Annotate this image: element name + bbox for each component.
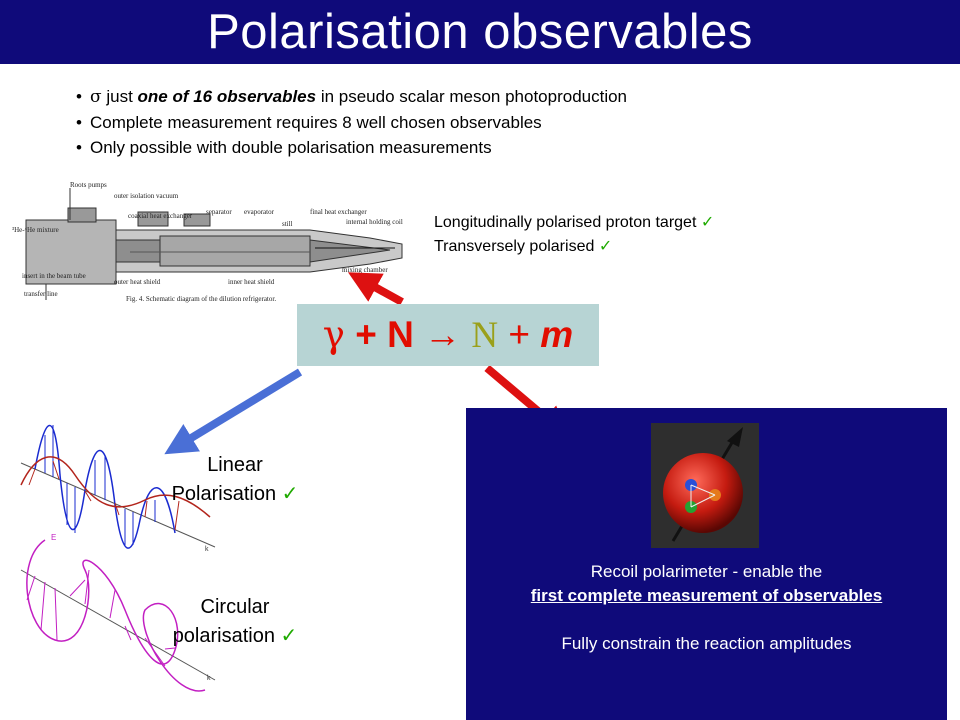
label-mixing-chamber: mixing chamber xyxy=(342,266,388,274)
bullet-item: • Only possible with double polarisation … xyxy=(76,135,627,160)
label-final-heat-exchanger: final heat exchanger xyxy=(310,208,367,216)
bullet-list: • σ just one of 16 observables in pseudo … xyxy=(76,84,627,160)
bullet-1-pre: just xyxy=(101,87,138,106)
linear-label-line-2-wrap: Polarisation ✓ xyxy=(150,480,320,509)
linear-label-line-2: Polarisation xyxy=(171,483,277,505)
reaction-meson: m xyxy=(540,314,574,355)
bullet-marker: • xyxy=(76,87,82,106)
circular-label-line-2: polarisation xyxy=(172,625,275,647)
bullet-1-bold: one of 16 observables xyxy=(137,87,317,106)
label-coaxial-heat-exchanger: coaxial heat exchanger xyxy=(128,212,193,220)
reaction-nucleon-final: N xyxy=(471,315,499,356)
recoil-spacer xyxy=(466,608,947,632)
target-line-2: Transversely polarised ✓ xyxy=(434,235,714,259)
sigma-symbol: σ xyxy=(90,87,102,107)
wave-label-k1: k xyxy=(205,546,209,553)
label-roots-pumps: Roots pumps xyxy=(70,181,107,189)
check-icon: ✓ xyxy=(280,625,298,647)
nucleon-spin-image xyxy=(651,423,759,548)
recoil-line-2: first complete measurement of observable… xyxy=(530,586,883,605)
label-he-mixture: ³He-⁴He mixture xyxy=(12,226,59,234)
label-inner-heat-shield: inner heat shield xyxy=(228,278,275,286)
reaction-arrow: → xyxy=(413,314,472,355)
label-separator: separator xyxy=(206,208,232,216)
target-line-1-text: Longitudinally polarised proton target xyxy=(434,214,697,231)
linear-polarisation-label: Linear Polarisation ✓ xyxy=(150,451,320,509)
label-outer-heat-shield: outer heat shield xyxy=(114,278,161,286)
title-bar xyxy=(0,0,960,64)
bullet-3-text: Only possible with double polarisation m… xyxy=(90,138,492,157)
circular-polarisation-helix: E k xyxy=(20,533,216,692)
check-icon: ✓ xyxy=(281,483,299,505)
reaction-nucleon: N xyxy=(387,314,414,355)
recoil-line-1: Recoil polarimeter - enable the xyxy=(590,562,823,581)
label-insert-beam-tube: insert in the beam tube xyxy=(22,272,86,280)
reaction-box xyxy=(297,304,599,366)
linear-polarisation-wave: k xyxy=(20,424,216,553)
label-evaporator: evaporator xyxy=(244,208,275,216)
label-internal-holding-coil: internal holding coil xyxy=(346,218,403,226)
bullet-2-text: Complete measurement requires 8 well cho… xyxy=(90,113,542,132)
check-icon: ✓ xyxy=(598,238,613,255)
circular-polarisation-label: Circular polarisation ✓ xyxy=(150,593,320,651)
reaction-plus-1: + xyxy=(344,314,388,355)
bullet-marker: • xyxy=(76,113,82,132)
gamma-symbol: γ xyxy=(322,313,345,356)
linear-label-line-1: Linear xyxy=(207,454,263,476)
reaction-plus-2: + xyxy=(498,314,541,355)
label-still: still xyxy=(282,220,293,228)
circular-label-line-2-wrap: polarisation ✓ xyxy=(150,622,320,651)
page-title: Polarisation observables xyxy=(207,5,753,59)
label-outer-isolation-vacuum: outer isolation vacuum xyxy=(114,192,179,200)
arrow-to-linear xyxy=(164,368,303,455)
wave-label-e: E xyxy=(51,533,56,542)
recoil-line-3: Fully constrain the reaction amplitudes xyxy=(561,634,852,653)
reaction-equation: γ + N → N + m xyxy=(297,304,599,366)
dilution-refrigerator-diagram: Roots pumps outer isolation vacuum coaxi… xyxy=(12,181,403,303)
label-transfer-line: transfer line xyxy=(24,290,58,298)
bullet-item: • Complete measurement requires 8 well ch… xyxy=(76,110,627,135)
title-divider xyxy=(0,64,960,68)
check-icon: ✓ xyxy=(700,214,715,231)
bullet-1-post: in pseudo scalar meson photoproduction xyxy=(316,87,628,106)
bullet-marker: • xyxy=(76,138,82,157)
wave-label-k2: k xyxy=(207,675,211,682)
target-line-2-text: Transversely polarised xyxy=(434,238,595,255)
target-line-1: Longitudinally polarised proton target ✓ xyxy=(434,211,714,235)
circular-label-line-1: Circular xyxy=(200,596,270,618)
diagram-caption: Fig. 4. Schematic diagram of the dilutio… xyxy=(126,295,276,303)
bullet-item: • σ just one of 16 observables in pseudo … xyxy=(76,84,627,110)
arrow-to-target xyxy=(347,272,404,306)
recoil-text: Recoil polarimeter - enable the first co… xyxy=(466,560,947,656)
target-polarisation-text: Longitudinally polarised proton target ✓… xyxy=(434,211,714,259)
